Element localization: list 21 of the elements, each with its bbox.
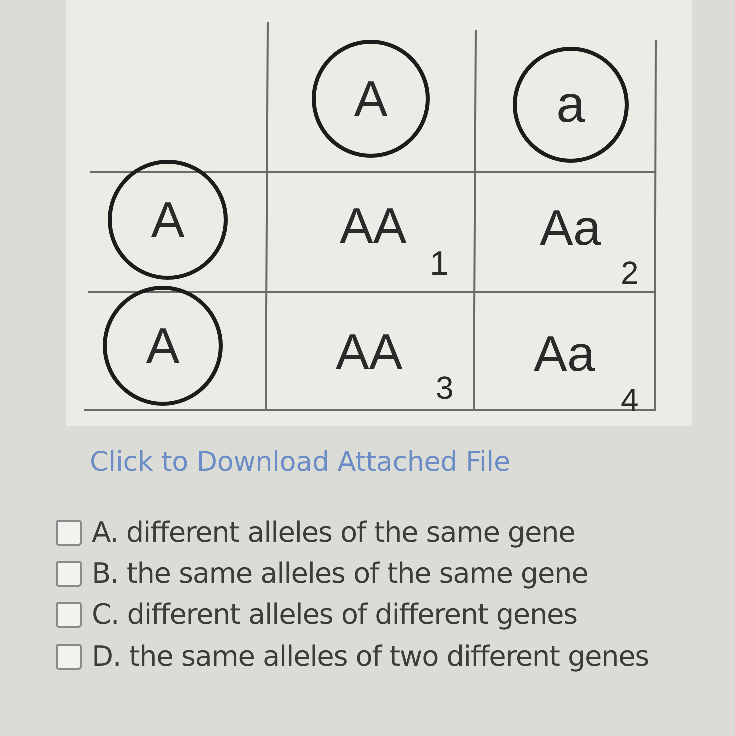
genotype-text: AA [340, 201, 407, 251]
allele-circle [103, 286, 223, 406]
allele-letter: A [146, 321, 180, 371]
allele-letter: A [354, 74, 388, 124]
genotype-text: Aa [534, 329, 596, 379]
cell-number: 1 [430, 247, 449, 281]
allele-circle [513, 47, 629, 163]
download-link: Click to Download Attached File [90, 449, 510, 476]
answer-option: C. different alleles of different genes [92, 601, 578, 629]
allele-letter: A [151, 195, 185, 245]
answer-option: A. different alleles of the same gene [92, 519, 576, 547]
allele-circle [312, 40, 430, 158]
genotype-text: AA [336, 327, 403, 377]
cell-number: 4 [621, 384, 639, 416]
cell-number: 2 [621, 257, 639, 289]
answer-option: D. the same alleles of two different genes [92, 643, 650, 671]
cell-number: 3 [436, 372, 454, 404]
genotype-text: Aa [540, 203, 602, 253]
allele-letter: a [556, 79, 586, 131]
answer-option: B. the same alleles of the same gene [92, 560, 588, 588]
allele-circle [108, 160, 228, 280]
